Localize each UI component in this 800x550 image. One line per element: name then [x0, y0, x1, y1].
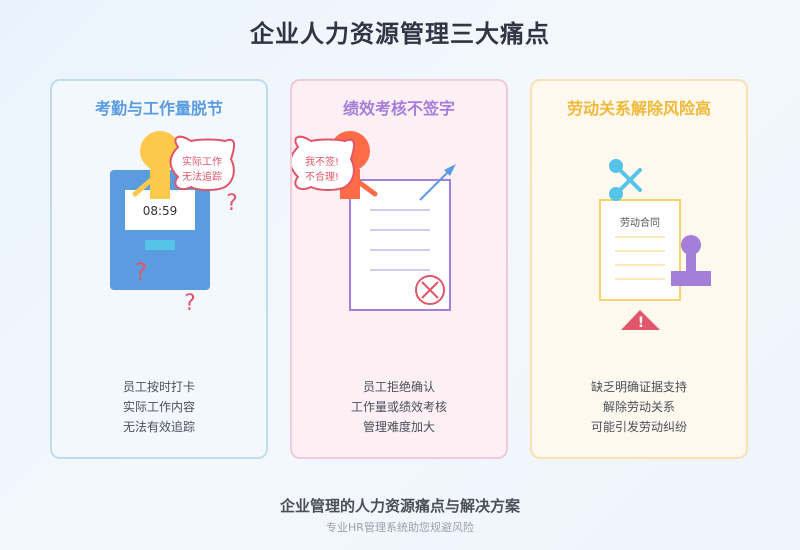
card-termination-risk: 劳动关系解除风险高 劳动合同 ! 缺乏明确证据支持 解除劳动关系 可能引发劳动纠…: [530, 79, 748, 459]
termination-illustration: 劳动合同 !: [599, 159, 711, 331]
employee-body: [150, 169, 170, 199]
desc-line: 实际工作内容: [122, 400, 195, 414]
speech-bubble: [169, 135, 236, 191]
contract-label: 劳动合同: [620, 216, 660, 229]
employee-arm: [357, 180, 378, 197]
card-description: 缺乏明确证据支持 解除劳动关系 可能引发劳动纠纷: [532, 377, 746, 437]
performance-illustration: 我不签! 不合理!: [292, 131, 456, 311]
page-title: 企业人力资源管理三大痛点: [250, 20, 550, 48]
desc-line: 缺乏明确证据支持: [590, 380, 687, 394]
labor-contract-document: [599, 199, 681, 301]
reject-icon: [415, 275, 445, 305]
desc-line: 解除劳动关系: [602, 400, 675, 414]
warning-icon: [621, 310, 660, 330]
desc-line: 员工拒绝确认: [362, 380, 435, 394]
desc-line: 可能引发劳动纠纷: [590, 420, 687, 434]
bubble-line: 不合理!: [305, 170, 339, 183]
evaluation-document: [349, 179, 451, 311]
question-mark-icon: ?: [135, 258, 148, 286]
scissors-icon: [609, 159, 642, 201]
bubble-line: 我不签!: [305, 155, 339, 168]
stamp-icon: [671, 235, 711, 286]
clock-time: 08:59: [143, 204, 178, 218]
card-description: 员工按时打卡 实际工作内容 无法有效追踪: [52, 377, 266, 437]
pen-icon: [419, 167, 453, 201]
question-mark-icon: ?: [226, 191, 238, 216]
card-slot: [145, 240, 175, 250]
question-mark-icon: ?: [184, 291, 196, 316]
bubble-line: 实际工作: [182, 155, 222, 168]
warning-mark: !: [638, 315, 644, 331]
desc-line: 工作量或绩效考核: [350, 400, 447, 414]
speech-bubble: [292, 135, 356, 191]
employee-arm: [132, 178, 153, 197]
card-performance: 绩效考核不签字 我不签! 不合理! 员工拒绝确认 工作量或绩效考核 管理难度加大: [290, 79, 508, 459]
card-description: 员工拒绝确认 工作量或绩效考核 管理难度加大: [292, 377, 506, 437]
desc-line: 员工按时打卡: [122, 380, 195, 394]
attendance-illustration: 08:59 实际工作 无法追踪 ? ? ?: [110, 131, 238, 316]
footer-subtitle: 专业HR管理系统助您规避风险: [326, 521, 474, 534]
card-title: 考勤与工作量脱节: [94, 99, 223, 118]
desc-line: 无法有效追踪: [122, 420, 195, 434]
desc-line: 管理难度加大: [362, 420, 435, 434]
card-attendance: 考勤与工作量脱节 08:59 实际工作 无法追踪 ? ? ? 员工按时打卡 实际…: [50, 79, 268, 459]
card-title: 劳动关系解除风险高: [566, 99, 711, 118]
bubble-line: 无法追踪: [182, 170, 222, 183]
footer-title: 企业管理的人力资源痛点与解决方案: [279, 497, 520, 515]
card-title: 绩效考核不签字: [342, 99, 455, 118]
